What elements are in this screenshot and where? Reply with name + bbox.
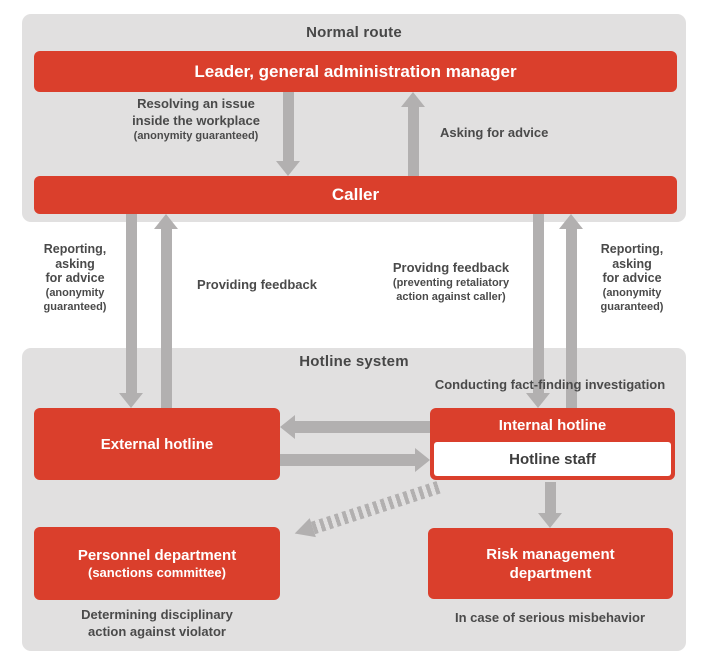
- arrow-staff-to-risk-icon: [538, 482, 562, 528]
- hotline-staff-label: Hotline staff: [509, 450, 596, 468]
- external-hotline-label: External hotline: [100, 435, 214, 453]
- caller-box: Caller: [34, 176, 677, 214]
- personnel-line1: Personnel department: [77, 547, 237, 564]
- caller-box-label: Caller: [331, 185, 380, 204]
- leader-box-label: Leader, general administration manager: [194, 61, 517, 81]
- resolving-issue-label: Resolving an issue inside the workplace …: [132, 96, 260, 142]
- reporting-right-label: Reporting, asking for advice (anonymity …: [600, 242, 664, 313]
- arrow-internal-to-caller-icon: [559, 214, 583, 408]
- personnel-department-box: Personnel department (sanctions committe…: [34, 527, 280, 600]
- arrow-internal-to-external-icon: [280, 415, 430, 439]
- internal-hotline-label: Internal hotline: [498, 416, 607, 434]
- arrow-caller-to-leader-icon: [401, 92, 425, 176]
- hotline-system-title: Hotline system: [299, 353, 409, 370]
- providing-feedback-label: Providing feedback: [197, 277, 317, 292]
- normal-route-title: Normal route: [306, 24, 402, 41]
- providing-feedback-detail-label: Providng feedback (preventing retaliator…: [392, 260, 510, 303]
- personnel-line2: (sanctions committee): [88, 565, 226, 580]
- arrow-leader-to-caller-icon: [276, 92, 300, 176]
- determining-action-label: Determining disciplinary action against …: [81, 607, 233, 639]
- arrow-external-to-internal-icon: [280, 448, 430, 472]
- arrow-caller-to-internal-icon: [526, 214, 550, 408]
- arrow-caller-to-external-icon: [119, 214, 143, 408]
- risk-line2: department: [509, 564, 592, 582]
- asking-for-advice-label: Asking for advice: [440, 125, 549, 140]
- serious-misbehavior-label: In case of serious misbehavior: [454, 610, 646, 625]
- hotline-staff-box: Hotline staff: [434, 442, 671, 476]
- external-hotline-box: External hotline: [34, 408, 280, 480]
- internal-hotline-box: Internal hotline Hotline staff: [430, 408, 675, 480]
- conducting-investigation-label: Conducting fact-finding investigation: [434, 377, 666, 392]
- risk-management-box: Risk management department: [428, 528, 673, 599]
- leader-box: Leader, general administration manager: [34, 51, 677, 92]
- risk-line1: Risk management: [486, 545, 615, 563]
- reporting-left-label: Reporting, asking for advice (anonymity …: [43, 242, 107, 313]
- arrow-external-to-caller-icon: [154, 214, 178, 408]
